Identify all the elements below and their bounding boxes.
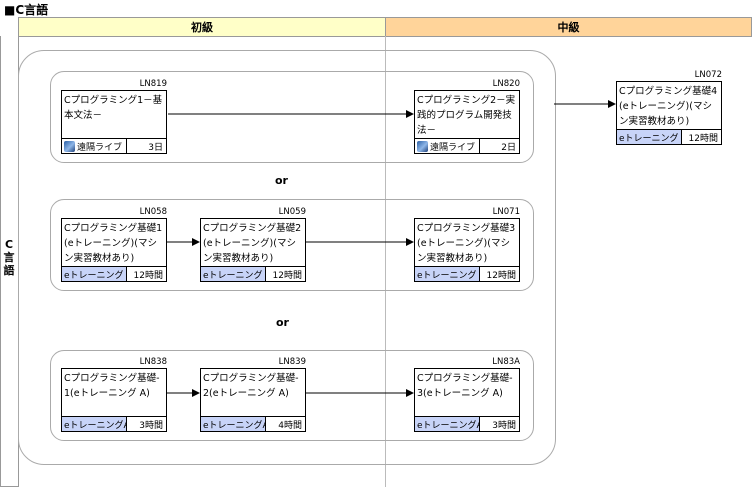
alternatives-frame bbox=[18, 50, 556, 465]
course-ln819[interactable]: LN819 Cプログラミング1－基本文法－ 遠隔ライブ 3日 bbox=[61, 79, 167, 154]
course-name: Cプログラミング基礎3 (eトレーニング)(マシン実習教材あり) bbox=[417, 223, 516, 264]
course-duration: 4時間 bbox=[278, 420, 302, 431]
course-duration: 3日 bbox=[148, 142, 163, 153]
delivery-mode: 遠隔ライブ bbox=[430, 142, 476, 153]
course-code: LN820 bbox=[492, 79, 520, 89]
course-name: Cプログラミング1－基本文法－ bbox=[64, 95, 163, 121]
level-header-beginner: 初級 bbox=[18, 17, 386, 37]
course-duration: 3時間 bbox=[139, 420, 163, 431]
path-group-1 bbox=[50, 71, 534, 163]
course-ln83a[interactable]: LN83A Cプログラミング基礎-3(eトレーニング A) eトレーニングA 3… bbox=[414, 357, 520, 432]
course-ln072[interactable]: LN072 Cプログラミング基礎4 (eトレーニング)(マシン実習教材あり) e… bbox=[616, 70, 722, 145]
course-ln839[interactable]: LN839 Cプログラミング基礎-2(eトレーニング A) eトレーニングA 4… bbox=[200, 357, 306, 432]
course-code: LN838 bbox=[139, 357, 167, 367]
course-duration: 12時間 bbox=[272, 270, 302, 281]
delivery-mode: eトレーニングA bbox=[415, 417, 480, 431]
side-category-label: C言語 bbox=[3, 238, 15, 277]
course-ln820[interactable]: LN820 Cプログラミング2－実践的プログラム開発技法－ 遠隔ライブ 2日 bbox=[414, 79, 520, 154]
delivery-mode: eトレーニングA bbox=[62, 417, 127, 431]
course-code: LN058 bbox=[139, 207, 167, 217]
delivery-mode-remote: 遠隔ライブ bbox=[62, 139, 127, 153]
delivery-mode: eトレーニング bbox=[62, 267, 127, 281]
course-ln058[interactable]: LN058 Cプログラミング基礎1 (eトレーニング)(マシン実習教材あり) e… bbox=[61, 207, 167, 282]
course-duration: 12時間 bbox=[688, 133, 718, 144]
delivery-mode: eトレーニング bbox=[201, 267, 266, 281]
path-group-3 bbox=[50, 350, 534, 441]
course-duration: 12時間 bbox=[133, 270, 163, 281]
course-duration: 3時間 bbox=[492, 420, 516, 431]
course-code: LN071 bbox=[492, 207, 520, 217]
course-duration: 12時間 bbox=[486, 270, 516, 281]
course-code: LN819 bbox=[139, 79, 167, 89]
course-code: LN072 bbox=[694, 70, 722, 80]
column-divider bbox=[385, 36, 386, 487]
course-code: LN83A bbox=[492, 357, 520, 367]
course-ln059[interactable]: LN059 Cプログラミング基礎2 (eトレーニング)(マシン実習教材あり) e… bbox=[200, 207, 306, 282]
level-header-intermediate: 中級 bbox=[385, 17, 752, 37]
or-label: or bbox=[275, 174, 288, 187]
course-name: Cプログラミング基礎-1(eトレーニング A) bbox=[64, 373, 160, 399]
delivery-mode: eトレーニング bbox=[617, 130, 682, 144]
course-ln071[interactable]: LN071 Cプログラミング基礎3 (eトレーニング)(マシン実習教材あり) e… bbox=[414, 207, 520, 282]
delivery-mode: eトレーニング bbox=[415, 267, 480, 281]
course-name: Cプログラミング基礎-3(eトレーニング A) bbox=[417, 373, 513, 399]
path-group-2 bbox=[50, 199, 534, 291]
course-duration: 2日 bbox=[501, 142, 516, 153]
course-ln838[interactable]: LN838 Cプログラミング基礎-1(eトレーニング A) eトレーニングA 3… bbox=[61, 357, 167, 432]
course-name: Cプログラミング基礎2 (eトレーニング)(マシン実習教材あり) bbox=[203, 223, 302, 264]
or-label: or bbox=[276, 316, 289, 329]
delivery-mode: 遠隔ライブ bbox=[77, 142, 123, 153]
page-title: ■C言語 bbox=[4, 3, 49, 17]
course-name: Cプログラミング基礎1 (eトレーニング)(マシン実習教材あり) bbox=[64, 223, 163, 264]
course-name: Cプログラミング基礎4 (eトレーニング)(マシン実習教材あり) bbox=[619, 86, 718, 127]
course-code: LN839 bbox=[278, 357, 306, 367]
delivery-mode-remote: 遠隔ライブ bbox=[415, 139, 480, 153]
course-code: LN059 bbox=[278, 207, 306, 217]
globe-icon bbox=[64, 140, 75, 152]
globe-icon bbox=[417, 140, 428, 152]
course-name: Cプログラミング基礎-2(eトレーニング A) bbox=[203, 373, 299, 399]
delivery-mode: eトレーニングA bbox=[201, 417, 266, 431]
course-name: Cプログラミング2－実践的プログラム開発技法－ bbox=[417, 95, 516, 136]
